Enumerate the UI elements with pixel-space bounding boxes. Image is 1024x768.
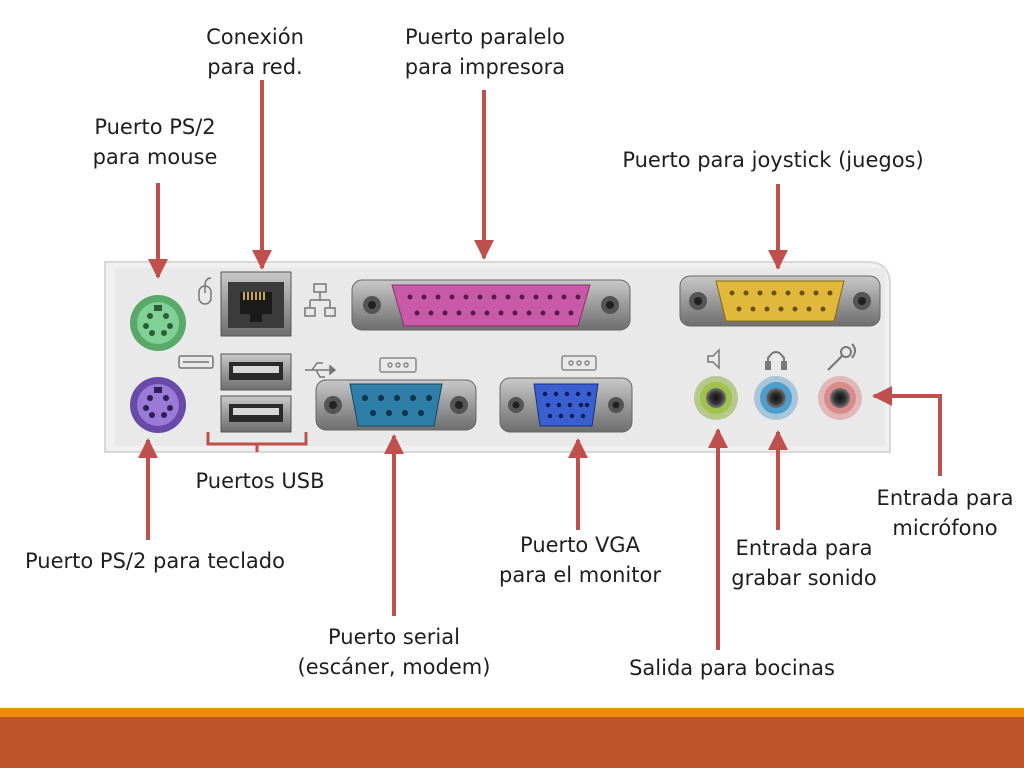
speaker-out-jack (694, 376, 738, 420)
network-icon (304, 283, 336, 317)
headphones-icon (765, 351, 787, 370)
footer-accent-bar (0, 708, 1024, 717)
usb-port-1 (220, 353, 292, 391)
pointer-arrows (138, 80, 942, 650)
label-microphone: Entrada para micrófono (876, 486, 1014, 540)
usb-port-2 (220, 395, 292, 433)
usb-icon (305, 362, 337, 378)
microphone-icon (827, 343, 856, 371)
label-ps2-keyboard: Puerto PS/2 para teclado (25, 549, 285, 573)
ps2-mouse-port (130, 295, 186, 351)
vga-icon (561, 355, 597, 371)
mouse-icon (198, 277, 212, 305)
network-port (220, 271, 292, 337)
arrow-microphone (872, 386, 942, 476)
label-joystick: Puerto para joystick (juegos) (622, 148, 924, 172)
line-in-jack (754, 376, 798, 420)
speaker-icon (707, 348, 720, 370)
label-parallel: Puerto paralelo para impresora (404, 25, 566, 79)
label-vga: Puerto VGA para el monitor (499, 533, 661, 587)
footer-bar (0, 717, 1024, 768)
serial-icon (379, 357, 417, 373)
mic-in-jack (818, 376, 862, 420)
label-speakers: Salida para bocinas (629, 656, 835, 680)
serial-port (315, 379, 477, 431)
label-serial: Puerto serial (escáner, modem) (297, 625, 491, 679)
usb-bracket (206, 432, 308, 452)
label-ps2-mouse: Puerto PS/2 para mouse (92, 115, 218, 169)
vga-port (499, 377, 633, 433)
ps2-keyboard-port (130, 377, 186, 433)
label-network: Conexión para red. (206, 25, 304, 79)
keyboard-icon (178, 355, 214, 369)
label-usb: Puertos USB (195, 469, 325, 493)
parallel-port (351, 279, 631, 331)
joystick-port (679, 275, 881, 327)
label-line-in: Entrada para grabar sonido (731, 536, 877, 590)
